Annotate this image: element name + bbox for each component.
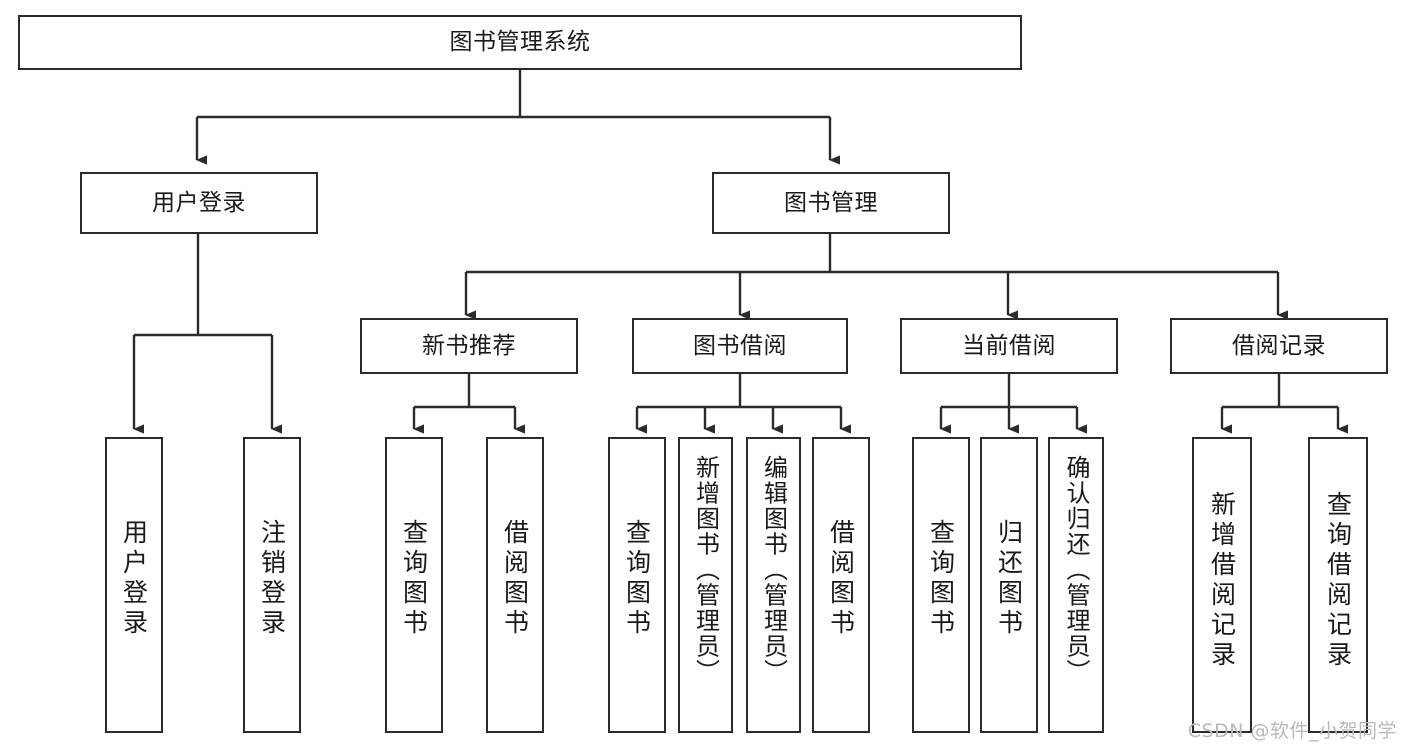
node-root-book-management-system[interactable]: 图书管理系统	[18, 15, 1022, 70]
node-leaf-query-book-current[interactable]: 查询图书	[912, 437, 970, 733]
node-leaf-confirm-return-admin[interactable]: 确认归还（管理员）	[1048, 437, 1104, 733]
node-label: 借阅记录	[1232, 332, 1326, 359]
node-book-management[interactable]: 图书管理	[712, 172, 950, 234]
node-label: 注销登录	[257, 519, 287, 639]
node-leaf-query-book-recommend[interactable]: 查询图书	[385, 437, 443, 733]
node-new-book-recommend[interactable]: 新书推荐	[360, 318, 578, 374]
node-label: 归还图书	[994, 519, 1024, 639]
node-label: 当前借阅	[962, 332, 1056, 359]
node-label: 查询图书	[622, 519, 652, 639]
node-leaf-query-book-borrow[interactable]: 查询图书	[608, 437, 666, 733]
node-label: 借阅图书	[500, 519, 530, 639]
node-leaf-return-book[interactable]: 归还图书	[980, 437, 1038, 733]
node-book-borrow[interactable]: 图书借阅	[632, 318, 848, 374]
node-leaf-borrow-book-recommend[interactable]: 借阅图书	[486, 437, 544, 733]
node-label: 用户登录	[119, 519, 149, 639]
node-label: 新增借阅记录	[1207, 491, 1237, 671]
node-leaf-add-borrow-record[interactable]: 新增借阅记录	[1192, 437, 1252, 733]
node-leaf-edit-book-admin[interactable]: 编辑图书（管理员）	[746, 437, 801, 733]
node-leaf-query-borrow-record[interactable]: 查询借阅记录	[1308, 437, 1368, 733]
node-leaf-add-book-admin[interactable]: 新增图书（管理员）	[678, 437, 733, 733]
node-leaf-borrow-book[interactable]: 借阅图书	[812, 437, 870, 733]
node-label: 图书借阅	[693, 332, 787, 359]
node-label: 图书管理系统	[449, 29, 591, 56]
node-borrow-records[interactable]: 借阅记录	[1170, 318, 1388, 374]
node-label: 查询借阅记录	[1323, 491, 1353, 671]
node-leaf-logout[interactable]: 注销登录	[243, 437, 301, 733]
node-label: 查询图书	[399, 519, 429, 639]
node-label: 用户登录	[152, 189, 246, 216]
node-label: 编辑图书（管理员）	[759, 455, 788, 685]
node-user-login[interactable]: 用户登录	[80, 172, 318, 234]
node-leaf-user-login[interactable]: 用户登录	[105, 437, 163, 733]
node-label: 新书推荐	[422, 332, 516, 359]
node-label: 借阅图书	[826, 519, 856, 639]
node-label: 查询图书	[926, 519, 956, 639]
node-label: 确认归还（管理员）	[1062, 455, 1090, 685]
node-current-borrow[interactable]: 当前借阅	[900, 318, 1118, 374]
node-label: 图书管理	[784, 189, 878, 216]
node-label: 新增图书（管理员）	[691, 455, 720, 685]
